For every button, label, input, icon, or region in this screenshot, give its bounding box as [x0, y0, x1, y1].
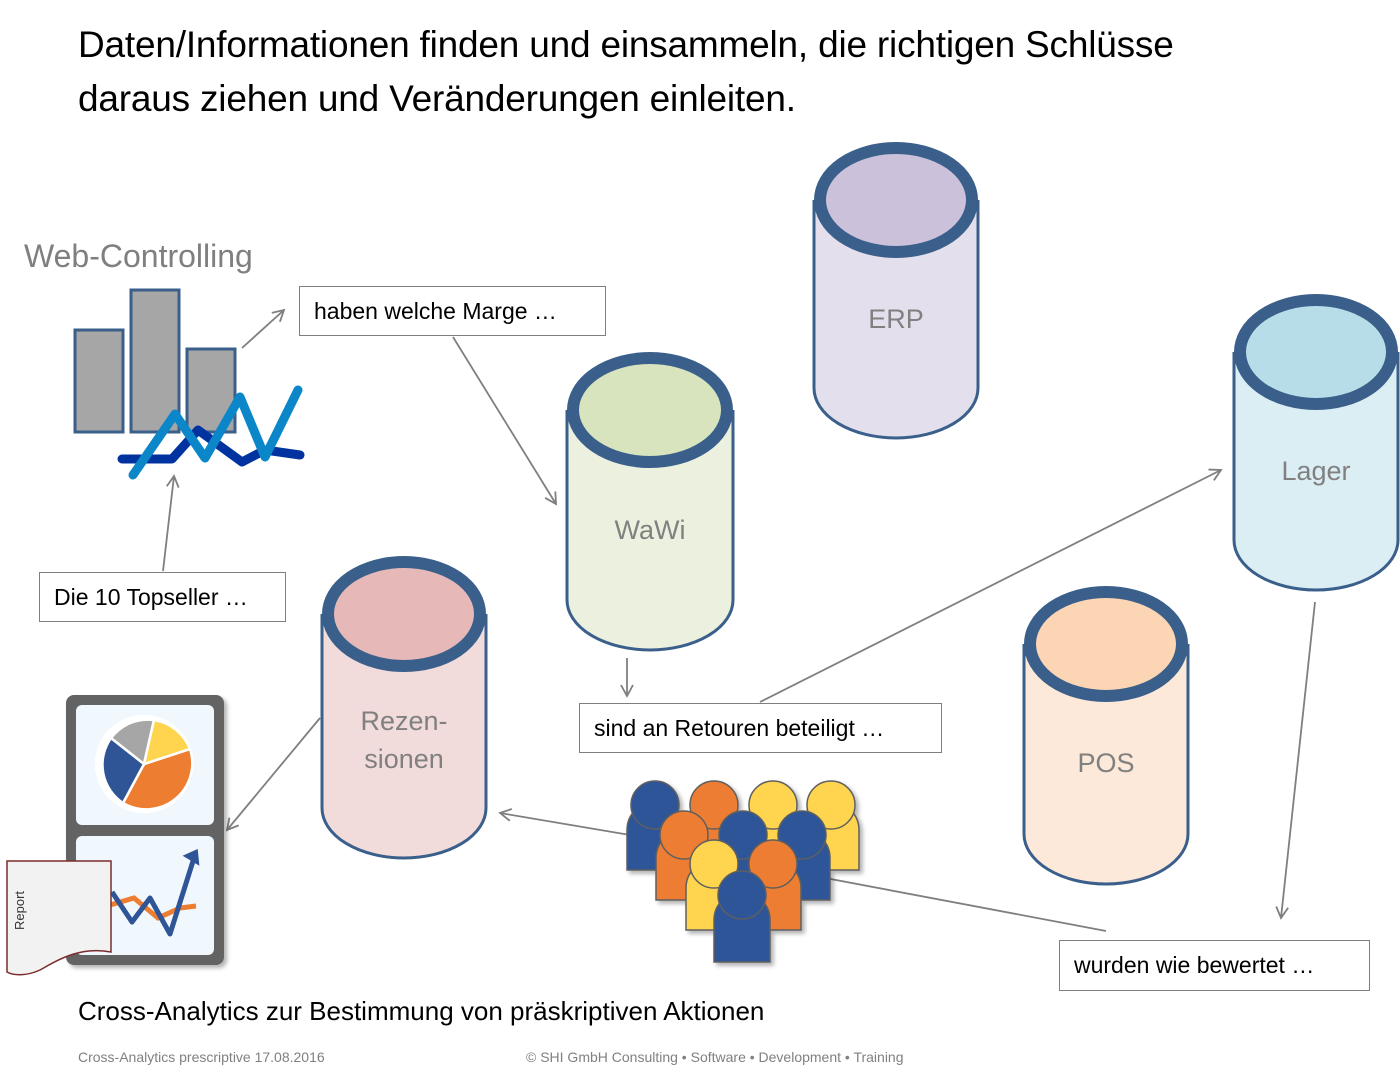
lager-label: Lager [1281, 456, 1351, 486]
arrow-rezensionen-to-report [225, 717, 321, 832]
person-icon [713, 870, 771, 963]
cylinder-erp [812, 142, 980, 440]
bar-line-chart-icon [73, 288, 305, 480]
customer-group-icon [626, 780, 860, 963]
callout-retouren: sind an Retouren beteiligt … [579, 703, 942, 753]
erp-label: ERP [868, 304, 924, 334]
footer-left: Cross-Analytics prescriptive 17.08.2016 [78, 1049, 325, 1065]
slide-subtitle: Cross-Analytics zur Bestimmung von präsk… [78, 996, 765, 1026]
callout-bewertet-text: wurden wie bewertet … [1074, 952, 1315, 978]
arrow-retouren-to-lager [759, 468, 1223, 703]
arrow-lager-to-bewertet [1275, 601, 1316, 920]
rezensionen-label-line-1: Rezen- [360, 706, 448, 736]
callout-marge: haben welche Marge … [299, 286, 606, 336]
connectors [162, 308, 1316, 932]
slide-title: Daten/Informationen finden und einsammel… [78, 18, 1378, 126]
cylinder-lager [1232, 294, 1400, 592]
rezensionen-label-line-2: sionen [364, 744, 444, 774]
rezensionen-label: Rezen- sionen [322, 702, 486, 778]
callout-retouren-text: sind an Retouren beteiligt … [594, 714, 885, 741]
wawi-label: WaWi [614, 515, 686, 545]
chart-bar-2 [129, 288, 181, 434]
arrow-topseller-to-chart [162, 474, 180, 572]
pos-label: POS [1077, 748, 1135, 778]
cylinder-wawi [565, 352, 735, 652]
trend-line-orange [109, 895, 197, 921]
callout-marge-text: haben welche Marge … [314, 297, 557, 324]
arrow-marge-to-wawi [452, 336, 557, 506]
trend-line-blue [109, 857, 197, 937]
arrow-customers-to-rezensionen [498, 808, 631, 836]
callout-bewertet: wurden wie bewertet … [1059, 940, 1370, 991]
report-label: Report [12, 890, 27, 930]
cylinder-pos [1022, 586, 1190, 886]
chart-bar-1 [73, 328, 125, 434]
report-document-icon [6, 860, 112, 976]
pie-chart-icon [94, 714, 194, 814]
pie-slice-blue [101, 736, 146, 805]
title-line-1: Daten/Informationen finden und einsammel… [78, 24, 1174, 65]
callout-topseller-text: Die 10 Topseller … [54, 583, 248, 610]
web-controlling-label: Web-Controlling [24, 238, 253, 274]
line-bewertet-to-customers [819, 876, 1107, 932]
title-line-2: daraus ziehen und Veränderungen einleite… [78, 78, 796, 119]
chart-line-light [128, 385, 303, 480]
footer-right: © SHI GmbH Consulting • Software • Devel… [526, 1049, 904, 1065]
pie-slice-orange [121, 747, 194, 811]
callout-topseller: Die 10 Topseller … [39, 572, 286, 622]
pie-slice-yellow [142, 718, 192, 766]
cylinder-rezensionen [320, 556, 488, 860]
arrow-chart-to-marge [241, 308, 286, 349]
